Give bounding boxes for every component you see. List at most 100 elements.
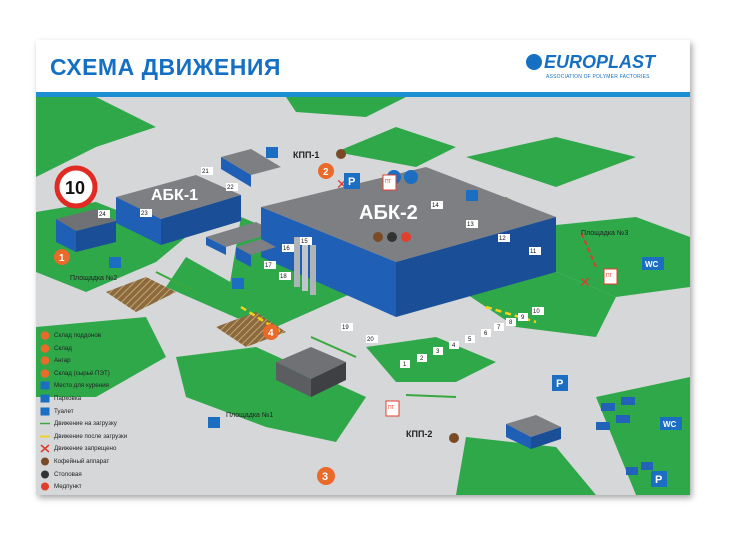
silo [310,245,316,295]
abk1-roof [116,175,241,219]
kpp2-roof [506,415,561,437]
hatched-area [106,277,176,312]
truck [596,422,610,430]
map-poster: СХЕМА ДВИЖЕНИЯ EUROPLAST ASSOCIATION OF … [36,40,690,495]
legend-label: Движение на загрузку [54,420,117,428]
annex-wall [236,247,251,267]
area2-label: Площадка №2 [70,275,117,282]
kpp2-wall [506,424,531,449]
coffee-icon [373,232,383,242]
legend-label: Склад (сырьё ПЭТ) [54,369,110,377]
legend-item: Место для курения [40,380,156,393]
svg-text:19: 19 [342,325,349,331]
abk1-wall [116,197,161,245]
hangar-wall [276,362,311,397]
site-map: ✕ ✕ АБК-1 АБК-2 КПП-1 КПП-2 Площадка №1 … [36,97,690,495]
smoking-icon [232,278,244,289]
legend-label: Склад [54,344,72,352]
svg-text:P: P [556,378,563,390]
marker-3: 3 [317,467,335,485]
canteen-icon [41,470,49,479]
number-4-marker-icon [40,368,50,378]
abk2-roof [261,167,556,262]
svg-text:3: 3 [322,471,328,483]
shed-roof [206,222,276,247]
svg-text:16: 16 [283,246,290,252]
silo [294,237,300,287]
grass-zone [536,217,690,297]
legend-label: Кофейный аппарат [54,457,110,465]
parking-sign: P [552,375,568,391]
smoking-icon [466,190,478,201]
legend-label: Место для курения [54,382,109,390]
number-3-marker-icon [40,356,50,365]
svg-text:4: 4 [268,328,274,339]
grass-zone [336,127,456,167]
building-21-wall [221,157,251,187]
logo-subtitle: ASSOCIATION OF POLYMER FACTORIES [546,74,650,80]
svg-text:ПГ: ПГ [388,405,395,411]
legend-item: Склад [40,343,156,356]
marker-4: 4 [263,324,279,340]
grass-zone [596,377,690,495]
parking-sign: P [344,173,360,189]
legend-label: Движение запрещено [54,445,117,453]
svg-text:23: 23 [141,211,148,217]
yellow-arrow [240,305,282,334]
wc-sign: WC [660,417,682,430]
legend-item: Парковка [40,393,156,406]
legend-label: Медпункт [54,483,82,491]
legend-item: Кофейный аппарат [40,456,156,469]
abk1-label: АБК-1 [151,187,198,204]
yellow-arrow-icon [40,435,50,438]
marker-2: 2 [318,163,334,179]
logo-text: EUROPLAST [544,52,656,72]
smoking-icon [40,381,50,390]
truck [626,467,638,475]
svg-text:4: 4 [452,343,456,349]
svg-text:1: 1 [403,362,407,368]
abk2-wall [261,207,396,317]
number-1-marker-icon [40,331,50,340]
svg-text:12: 12 [499,236,506,242]
medical-icon [401,232,411,242]
page-title: СХЕМА ДВИЖЕНИЯ [50,54,281,80]
logo-mark-icon [526,54,542,70]
legend-item: Движение на загрузку [40,418,156,431]
kpp1-label: КПП-1 [293,150,319,160]
svg-text:18: 18 [280,274,287,280]
svg-text:5: 5 [468,337,472,343]
svg-text:ПГ: ПГ [606,273,613,279]
svg-text:WC: WC [645,260,659,269]
silo [302,241,308,291]
grass-zone [466,137,636,187]
svg-text:17: 17 [265,263,272,269]
legend-label: Склад поддонов [54,332,102,339]
truck [616,415,630,423]
svg-text:WC: WC [663,420,677,429]
smoking-icon [109,257,121,268]
legend-item: Туалет [40,406,156,419]
svg-text:24: 24 [99,212,106,218]
fire-hydrant-sign: ПГ [382,174,397,191]
legend-item: Столовая [40,469,156,482]
svg-text:ПГ: ПГ [385,179,392,185]
svg-text:13: 13 [467,222,474,228]
wc-sign: WC [642,257,664,270]
legend-label: Парковка [54,394,82,402]
svg-text:21: 21 [202,169,209,175]
parking-sign: P [651,471,667,487]
truck [621,397,635,405]
smoking-icon [266,147,278,158]
annex-roof [236,239,276,255]
svg-text:6: 6 [484,331,488,337]
grass-zone [456,437,596,495]
legend-item: Ангар [40,355,156,368]
legend-item: Движение запрещено [40,443,156,456]
marker-1: 1 [54,249,70,265]
green-arrow-icon [40,422,50,425]
shed-wall [206,237,226,255]
fire-hydrant-sign: ПГ [603,268,618,285]
number-2-marker-icon [40,343,50,353]
grass-zone [176,347,366,442]
